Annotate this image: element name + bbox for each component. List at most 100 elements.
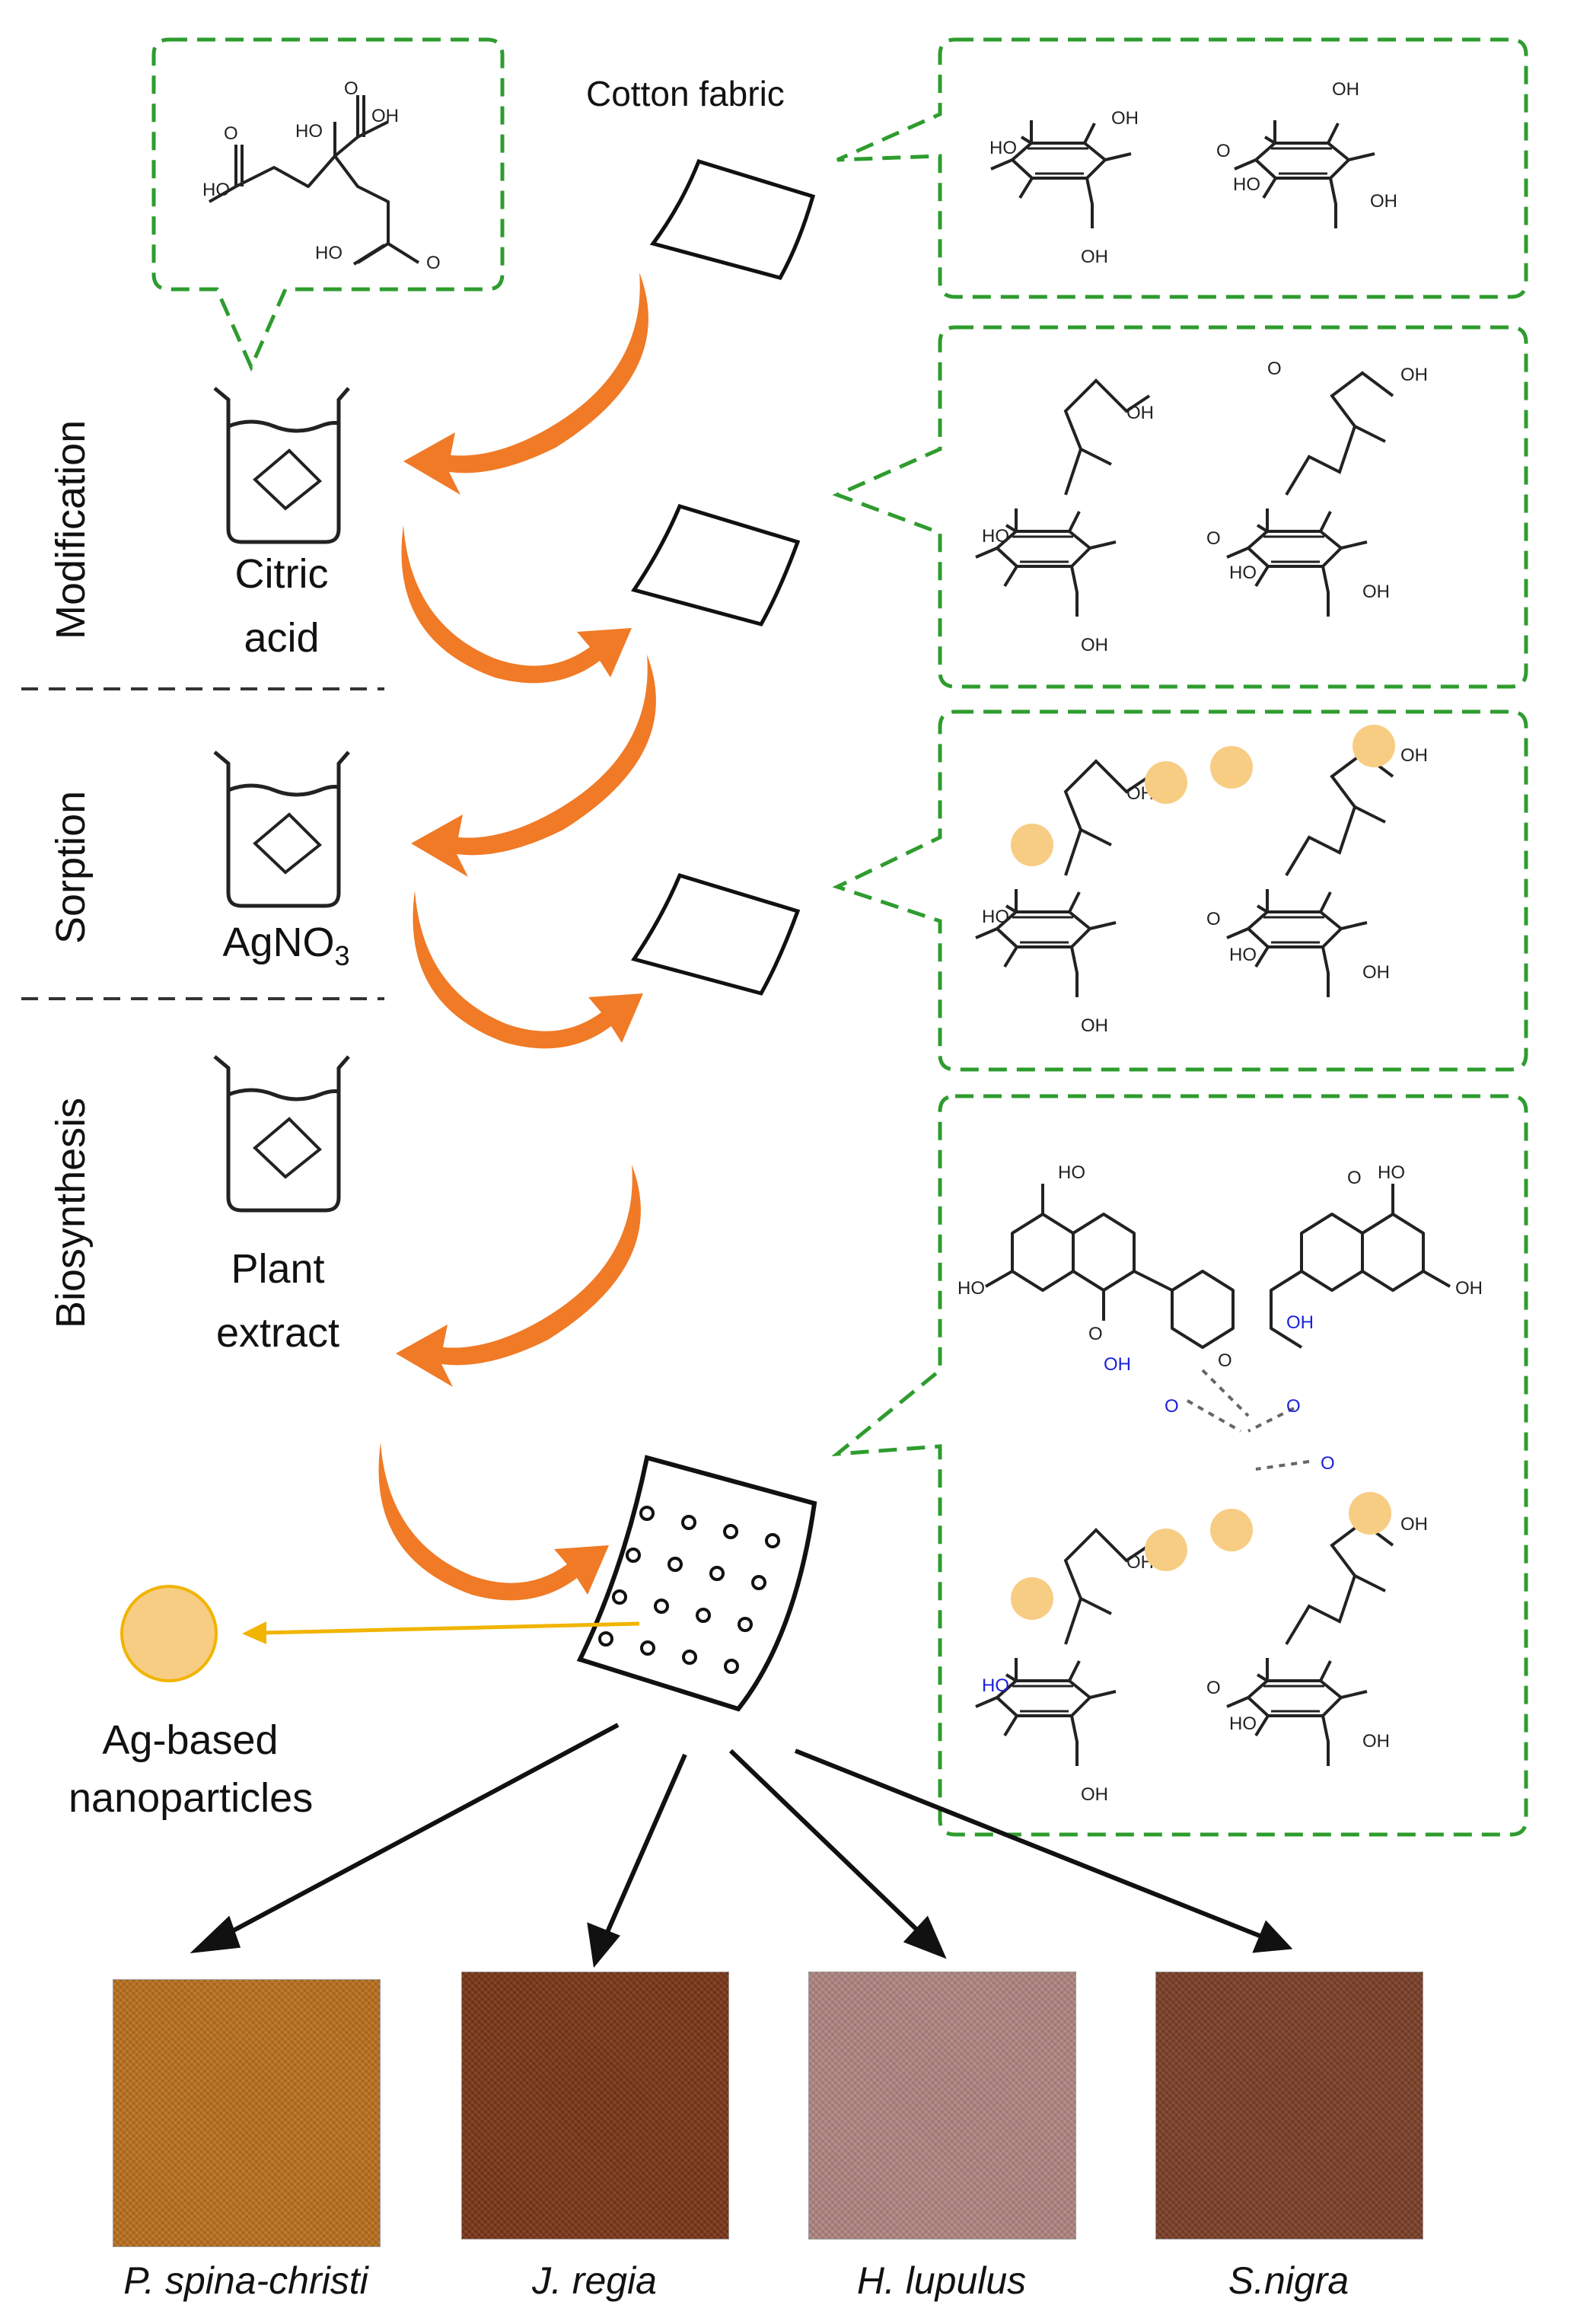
fabric-dot xyxy=(681,1515,696,1530)
atom-label: OH xyxy=(1081,1784,1108,1805)
nanoparticle xyxy=(1210,746,1253,789)
agno3-subscript: 3 xyxy=(334,939,350,971)
fabric-dot xyxy=(654,1599,669,1614)
nanoparticle xyxy=(1210,1509,1253,1551)
fabric-dot xyxy=(612,1589,627,1605)
fabric-dot xyxy=(751,1575,766,1590)
fabric-dot xyxy=(696,1608,711,1623)
callout-silver-sorption xyxy=(832,709,1528,1072)
fabric-dot xyxy=(765,1533,780,1548)
atom-label: HO xyxy=(1233,174,1260,195)
atom-label: OH xyxy=(1362,962,1390,983)
atom-label: OH xyxy=(1111,108,1139,129)
callout-cellulose xyxy=(836,37,1528,299)
atom-label: O xyxy=(1165,1396,1179,1417)
atom-label: O xyxy=(1286,1396,1301,1417)
cellulose-structure xyxy=(989,119,1376,230)
fabric-dot xyxy=(709,1566,725,1581)
atom-label: O xyxy=(1206,1678,1221,1698)
sample-name-h-lupulus: H. lupulus xyxy=(856,2259,1027,2302)
fabric-dot xyxy=(668,1557,683,1572)
atom-label: HO xyxy=(1058,1162,1085,1183)
nanoparticle xyxy=(1353,725,1395,767)
atom-label: HO xyxy=(989,138,1017,158)
atom-label: OH xyxy=(1081,247,1108,267)
arrow-to-final-fabric xyxy=(378,1443,609,1601)
atom-label: O xyxy=(1216,141,1231,161)
cotton-fabric-label: Cotton fabric xyxy=(586,74,785,113)
citric-acid-label: Citric acid xyxy=(213,542,350,670)
citric-acid-line-2: acid xyxy=(244,615,320,661)
nanoparticle xyxy=(1349,1492,1391,1535)
beaker-citric-acid xyxy=(213,387,350,544)
atom-label: OH xyxy=(1332,79,1359,100)
fabric-dot xyxy=(723,1524,738,1539)
atom-label: O xyxy=(1206,909,1221,929)
ag-nanoparticles-line-1: Ag-based xyxy=(102,1717,279,1763)
beaker-plant-extract xyxy=(213,1055,350,1213)
arrow-to-agno3 xyxy=(411,655,656,877)
atom-label: HO xyxy=(1229,945,1257,965)
fabric-with-nanoparticles xyxy=(576,1455,817,1712)
atom-label: O xyxy=(1267,359,1282,379)
arrow-to-plant-extract xyxy=(396,1165,641,1387)
atom-label: O xyxy=(224,123,238,144)
fabric-dot xyxy=(682,1650,697,1665)
sample-name-p-spina-christi: P. spina-christi xyxy=(123,2259,368,2302)
nanoparticle-pointer xyxy=(120,1585,640,1682)
fabric-dot xyxy=(724,1659,739,1674)
process-arrows xyxy=(378,273,656,1601)
plant-extract-line-2: extract xyxy=(215,1310,340,1356)
atom-label: OH xyxy=(1400,365,1428,385)
atom-label: HO xyxy=(982,1675,1009,1696)
fabric-dot xyxy=(639,1506,655,1521)
plant-extract-line-1: Plant xyxy=(231,1246,325,1292)
atom-label: HO xyxy=(295,121,323,142)
arrow-to-sorbed-fabric xyxy=(413,891,643,1049)
callout-biosynthesis xyxy=(831,1094,1528,1837)
modified-cellulose-structure xyxy=(974,371,1394,618)
fabric-raw xyxy=(649,158,816,280)
atom-label: O xyxy=(1206,528,1221,549)
citric-acid-line-1: Citric xyxy=(234,551,329,597)
stage-label-biosynthesis: Biosynthesis xyxy=(48,1097,94,1328)
sample-name-j-regia: J. regia xyxy=(532,2259,657,2302)
fabric-sorbed xyxy=(630,872,801,996)
sample-swatch-p-spina-christi xyxy=(113,1979,381,2247)
callout-modified-cellulose xyxy=(832,325,1528,689)
atom-label: HO xyxy=(1229,563,1257,583)
atom-label: OH xyxy=(1370,191,1397,212)
fabric-dot xyxy=(640,1640,655,1656)
atom-label: OH xyxy=(1400,745,1428,766)
agno3-text: AgNO xyxy=(222,920,335,965)
atom-label: OH xyxy=(1126,403,1154,423)
nanoparticle xyxy=(1011,1577,1053,1620)
nanoparticle-dots xyxy=(598,1506,780,1674)
atom-label: O xyxy=(426,253,441,273)
atom-label: O xyxy=(344,78,358,99)
atom-label: HO xyxy=(1378,1162,1405,1183)
stage-label-sorption: Sorption xyxy=(48,790,94,944)
flavonoid-complex-structure xyxy=(974,1184,1451,1768)
atom-label: HO xyxy=(202,180,230,200)
atom-label: O xyxy=(1321,1453,1335,1474)
sample-swatch-s-nigra xyxy=(1155,1972,1423,2240)
atom-label: HO xyxy=(982,526,1009,547)
atom-label: OH xyxy=(1104,1354,1131,1375)
arrow-to-modified-fabric xyxy=(401,525,632,684)
nanoparticle xyxy=(1145,1529,1187,1571)
callout-citric-acid xyxy=(151,37,505,372)
stage-label-modification: Modification xyxy=(48,419,94,639)
fabric-dot xyxy=(598,1631,613,1647)
atom-label: HO xyxy=(957,1278,985,1299)
sample-swatch-h-lupulus xyxy=(808,1972,1076,2240)
nanoparticle-group xyxy=(1011,725,1395,1620)
atom-label: O xyxy=(1347,1168,1362,1188)
ag-nanoparticles-line-2: nanoparticles xyxy=(69,1775,314,1821)
atom-label: OH xyxy=(1362,1731,1390,1752)
fabric-dot xyxy=(626,1548,641,1563)
sample-swatch-j-regia xyxy=(461,1972,729,2240)
agno3-label: AgNO3 xyxy=(202,910,370,988)
